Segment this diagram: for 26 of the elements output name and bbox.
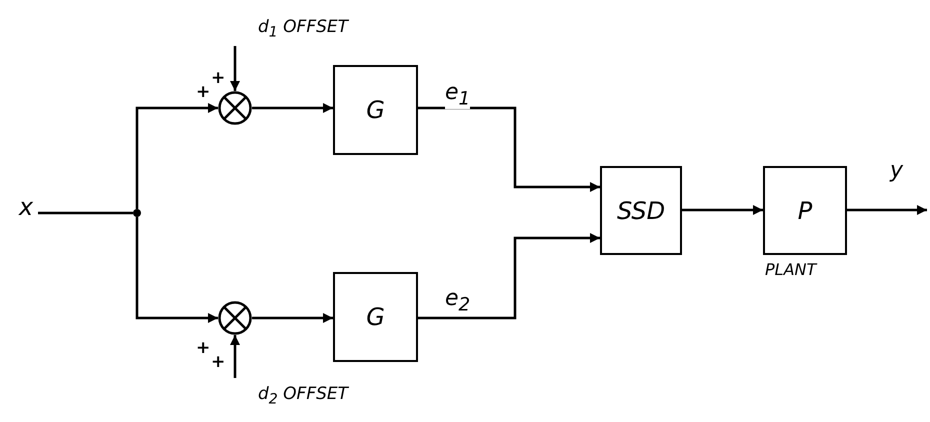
signal-label: d$_{1}$ OFFSET: [258, 18, 348, 40]
block-label: SSD: [616, 198, 666, 222]
signal-arrow: [136, 217, 218, 323]
signal-arrow: [136, 103, 218, 209]
signal-arrow: [230, 335, 240, 378]
signal-arrow: [252, 313, 333, 323]
sign-label: +: [196, 340, 210, 357]
signal-arrow: [418, 106, 600, 192]
sign-label: +: [211, 354, 226, 371]
block-box: [333, 272, 418, 362]
sign-label: +: [196, 84, 210, 101]
block-box: [763, 166, 847, 255]
block-label: G: [366, 98, 385, 122]
signal-arrow: [230, 46, 240, 91]
signal-label: d$_{2}$ OFFSET: [258, 386, 348, 406]
signal-arrow: [252, 103, 333, 113]
signal-arrow: [682, 205, 763, 215]
block-label: P: [798, 198, 812, 222]
signal-arrow: [847, 205, 927, 215]
signal-label: x: [18, 195, 34, 219]
block-box: [600, 166, 682, 255]
sign-label: +: [211, 70, 226, 87]
signal-arrow: [418, 233, 600, 320]
block-caption: PLANT: [765, 262, 816, 278]
block-box: [333, 65, 418, 155]
block-label: G: [366, 305, 385, 329]
